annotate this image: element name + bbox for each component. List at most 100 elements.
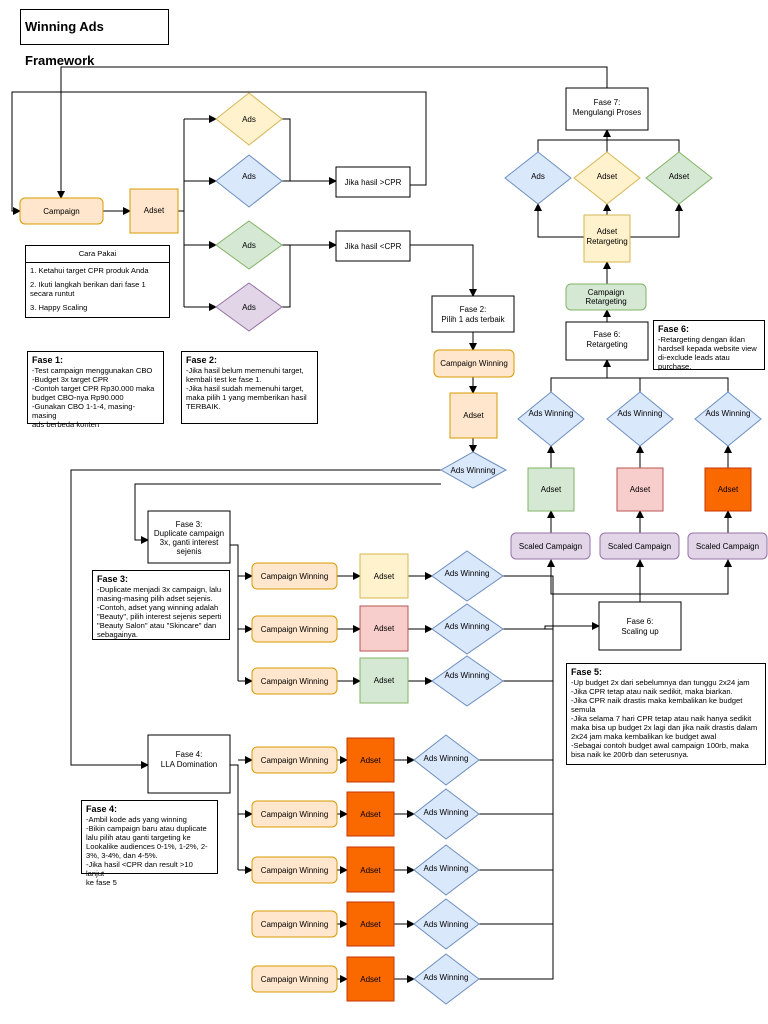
fase5-note-line: 2x24 jam maka kembalikan ke budget awal [571,732,717,741]
ads-winning-label: Ads Winning [445,569,490,578]
fase3-note-line: -Contoh, adset yang winning adalah [97,603,219,612]
campaign-winning-node: Campaign Winning [251,615,338,643]
fase4-box: Fase 4: LLA Domination [147,734,231,794]
fase5-note: Fase 5: -Up budget 2x dari sebelumnya da… [566,663,766,765]
fase4-subtitle: LLA Domination [161,760,217,769]
cara-pakai-item: secara runtut [30,289,75,298]
fase5-note-line: -Jika CPR tetap atau naik sedikit, maka … [571,687,733,696]
fase6-note: Fase 6: -Retargeting dengan iklan hardse… [653,320,765,371]
fase5-note-line: bisa naik ke 200rb dan seterusnya. [571,750,689,759]
ads-winning-diamond: Ads Winning [606,391,674,447]
campaign-winning-node: Campaign Winning [251,910,338,938]
adset-label: Adset [718,485,739,494]
fase2-note: Fase 2: -Jika hasil belum memenuhi targe… [181,351,318,424]
adset-label: Adset [541,485,562,494]
adset-retargeting-label: Retargeting [586,237,627,246]
fase2-box: Fase 2: Pilih 1 ads terbaik [431,295,515,333]
scaled-campaign-node: Scaled Campaign [599,532,680,560]
ads-winning-label: Ads Winning [424,808,469,817]
ads-winning-diamond: Ads Winning [431,603,504,655]
fase1-note-line: -Test campaign menggunakan CBO [32,366,153,375]
cpr-high-label: Jika hasil >CPR [345,178,402,187]
fase4-note-line: ke fase 5 [86,878,117,887]
fase6-scaling-subtitle: Scaling up [621,627,659,636]
fase3-note-heading: Fase 3: [97,574,129,584]
fase6-note-line: -Retargeting dengan iklan [658,335,745,344]
adset-label: Adset [463,411,484,420]
adset-node: Adset [704,467,752,512]
ads-label: Ads [242,115,256,124]
connectors [11,66,732,983]
adset-label: Adset [144,206,165,215]
adset-node: Adset [527,467,575,512]
fase3-note-line: -Duplicate menjadi 3x campaign, lalu [97,585,222,594]
campaign-retargeting-label: Campaign [588,288,624,297]
ads-winning-label: Ads Winning [445,622,490,631]
campaign-winning-node: Campaign Winning [251,746,338,774]
ads-winning-diamond: Ads Winning [694,391,762,447]
fase3-note-line: masing-masing pilih adset sejenis. [97,594,213,603]
adset-node: Adset [346,901,395,947]
fase3-note-line: "Beauty", pilih interest sejenis seperti [97,612,222,621]
scaled-campaign-label: Scaled Campaign [608,542,671,551]
ads-label: Ads [242,241,256,250]
cpr-high-box: Jika hasil >CPR [335,166,411,198]
fase4-note-line: 3%, 3-4%, dan 4-5%. [86,851,158,860]
fase3-line: sejenis [177,547,202,556]
fase6-note-line: hardsell kepada website view [658,344,757,353]
ads-winning-label: Ads Winning [424,920,469,929]
fase4-note: Fase 4: -Ambil kode ads yang winning -Bi… [81,800,218,887]
adset-label: Adset [360,975,381,984]
ads-winning-diamond: Ads Winning [431,550,504,602]
adset-node: Adset [346,956,395,1002]
adset-label: Adset [360,810,381,819]
adset-label: Adset [374,572,395,581]
scaled-campaign-node: Scaled Campaign [510,532,591,560]
adset-diamond-yellow: Adset [573,151,641,205]
ads-diamond-green: Ads [215,220,283,270]
scaled-campaign-label: Scaled Campaign [696,542,759,551]
scaled-campaign-node: Scaled Campaign [687,532,768,560]
campaign-winning-node: Campaign Winning [251,856,338,884]
campaign-winning-node: Campaign Winning [433,349,515,378]
adset-label: Adset [360,920,381,929]
fase1-note-line: -Gunakan CBO 1-1-4, masing-masing [32,402,135,420]
adset-node: Adset [616,467,664,512]
campaign-winning-label: Campaign Winning [261,920,329,929]
fase6-scaling-box: Fase 6: Scaling up [598,601,682,651]
fase1-note-line: ads berbeda konten [32,420,100,429]
fase5-note-heading: Fase 5: [571,667,603,677]
fase2-subtitle: Pilih 1 ads terbaik [441,315,505,324]
adset-node: Adset [449,392,498,439]
ads-winning-label: Ads Winning [529,409,574,418]
fase5-note-line: semula [571,705,596,714]
ads-diamond-yellow: Ads [215,92,283,146]
fase1-note: Fase 1: -Test campaign menggunakan CBO -… [27,351,164,429]
scaled-campaign-label: Scaled Campaign [519,542,582,551]
ads-winning-label: Ads Winning [618,409,663,418]
fase4-title: Fase 4: [176,750,203,759]
fase2-note-line: TERBAIK. [186,402,221,411]
adset-diamond-green: Adset [645,151,713,205]
campaign-winning-node: Campaign Winning [251,800,338,828]
cara-pakai-title: Cara Pakai [26,246,169,263]
ads-label: Ads [242,172,256,181]
ads-label: Ads [531,172,545,181]
campaign-winning-label: Campaign Winning [261,677,329,686]
campaign-winning-label: Campaign Winning [440,359,508,368]
adset-label: Adset [374,676,395,685]
campaign-winning-label: Campaign Winning [261,756,329,765]
fase1-note-line: -Budget 3x target CPR [32,375,109,384]
cara-pakai-item: 3. Happy Scaling [30,303,88,312]
adset-node: Adset [346,737,395,783]
ads-winning-diamond: Ads Winning [413,953,480,1005]
cara-pakai-item: 2. Ikuti langkah berikan dari fase 1 [30,280,146,289]
fase2-note-line: kembali test ke fase 1. [186,375,262,384]
fase3-line: 3x, ganti interest [160,538,219,547]
fase7-subtitle: Mengulangi Proses [573,108,641,117]
fase2-note-line: -Jika hasil sudah memenuhi target, [186,384,304,393]
fase7-box: Fase 7: Mengulangi Proses [565,87,649,131]
adset-retargeting-node: Adset Retargeting [583,214,631,263]
campaign-winning-label: Campaign Winning [261,975,329,984]
